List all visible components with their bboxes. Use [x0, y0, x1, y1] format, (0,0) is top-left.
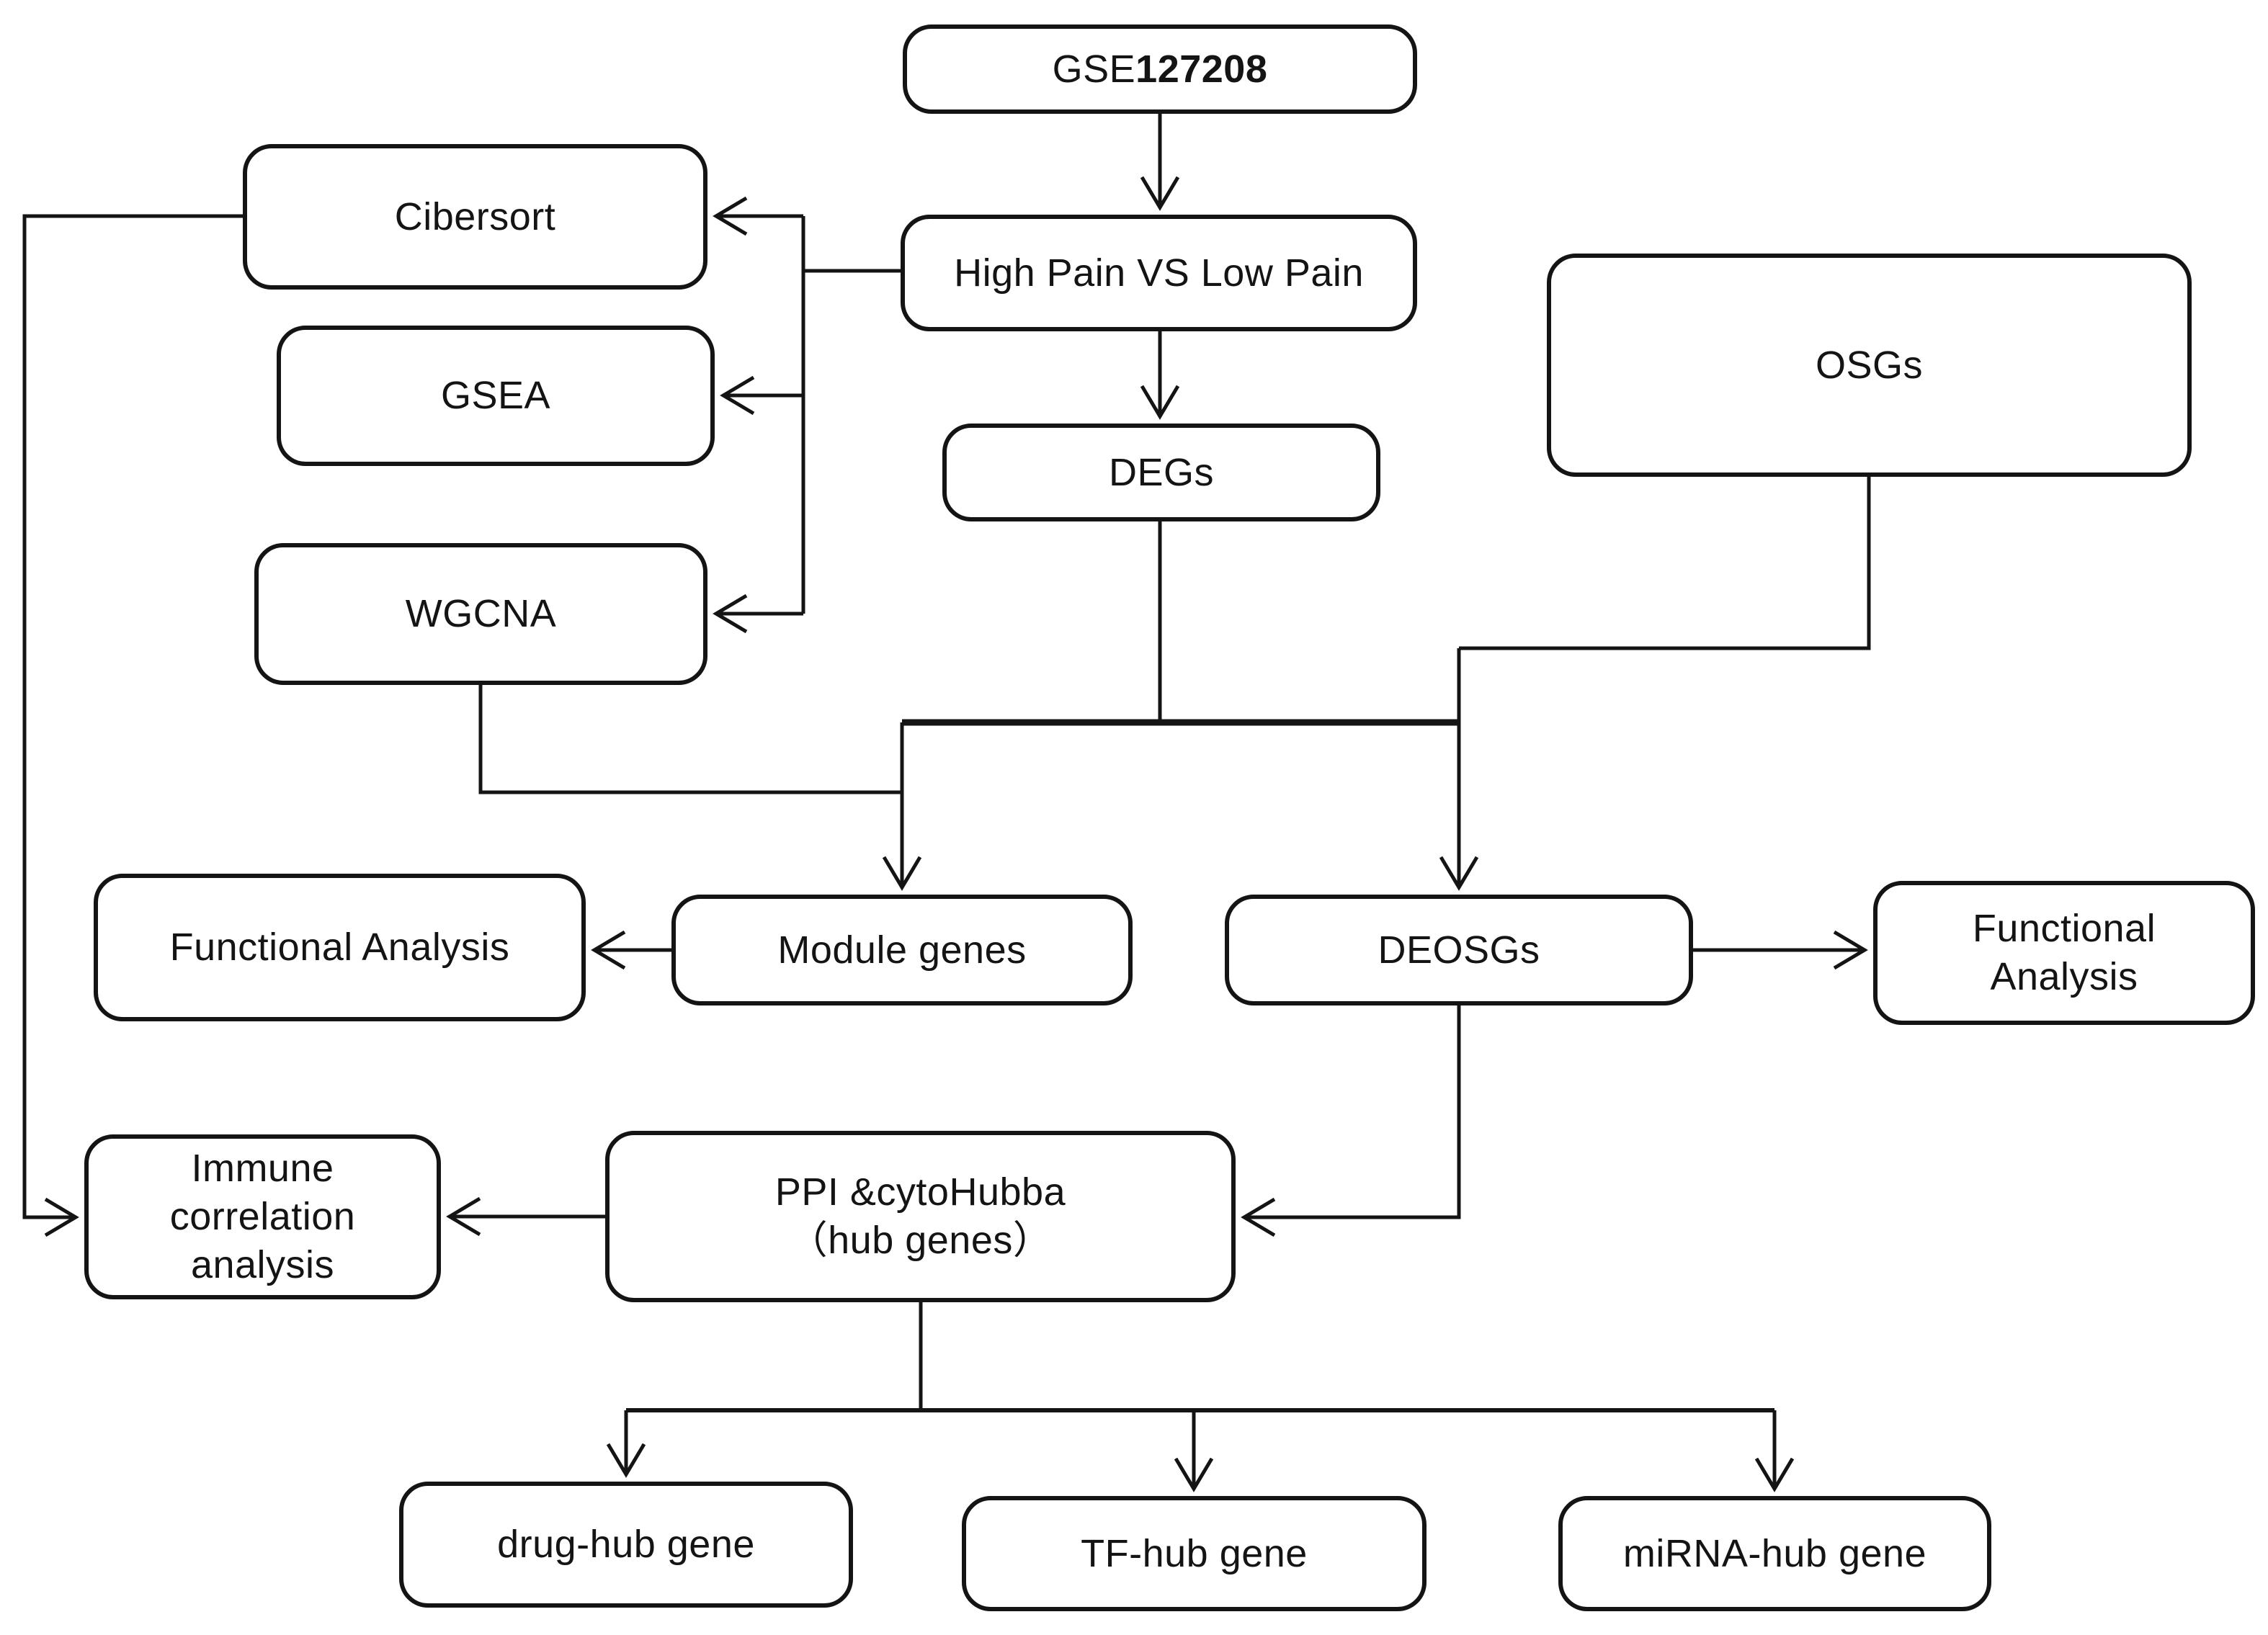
node-module-genes: Module genes	[671, 895, 1133, 1005]
node-degs: DEGs	[942, 424, 1380, 521]
edge-osgs-elbow	[1459, 477, 1871, 650]
node-gse127208-label: GSE127208	[1052, 47, 1268, 91]
node-immune-correlation-analysis: Immune correlation analysis	[84, 1134, 441, 1299]
node-mirna-hub-gene-label: miRNA-hub gene	[1622, 1531, 1927, 1575]
node-ppi-cytohubba-label: PPI &cytoHubba （hub genes）	[774, 1170, 1066, 1262]
node-functional-analysis-left-label: Functional Analysis	[169, 926, 510, 969]
node-degs-label: DEGs	[1108, 450, 1215, 494]
node-ppi-cytohubba: PPI &cytoHubba （hub genes）	[605, 1131, 1236, 1302]
node-deosgs-label: DEOSGs	[1378, 928, 1540, 972]
node-wgcna: WGCNA	[254, 543, 707, 685]
edge-cibersort-to-immune	[22, 214, 243, 1237]
node-immune-correlation-analysis-label: Immune correlation analysis	[169, 1147, 356, 1286]
node-mirna-hub-gene: miRNA-hub gene	[1558, 1496, 1991, 1611]
node-functional-analysis-left: Functional Analysis	[94, 874, 586, 1021]
edge-deosgs-to-ppi	[1241, 1005, 1461, 1237]
node-drug-hub-gene: drug-hub gene	[399, 1482, 853, 1608]
node-drug-hub-gene-label: drug-hub gene	[497, 1523, 755, 1567]
node-cibersort-label: Cibersort	[394, 194, 556, 238]
node-cibersort: Cibersort	[243, 144, 707, 290]
node-high-pain-vs-low-pain: High Pain VS Low Pain	[901, 215, 1417, 331]
node-deosgs: DEOSGs	[1225, 895, 1693, 1005]
node-module-genes-label: Module genes	[777, 928, 1027, 972]
node-osgs-label: OSGs	[1815, 343, 1924, 387]
edge-wgcna-to-module-genes	[478, 685, 902, 794]
node-tf-hub-gene: TF-hub gene	[962, 1496, 1427, 1611]
node-gse127208: GSE127208	[903, 24, 1417, 114]
node-high-pain-vs-low-pain-label: High Pain VS Low Pain	[954, 251, 1364, 295]
node-functional-analysis-right: Functional Analysis	[1873, 881, 2255, 1025]
node-tf-hub-gene-label: TF-hub gene	[1081, 1531, 1308, 1575]
node-functional-analysis-right-label: Functional Analysis	[1972, 907, 2156, 998]
node-gsea: GSEA	[277, 326, 715, 466]
node-gsea-label: GSEA	[440, 374, 551, 418]
node-wgcna-label: WGCNA	[405, 592, 557, 636]
node-osgs: OSGs	[1547, 254, 2192, 477]
